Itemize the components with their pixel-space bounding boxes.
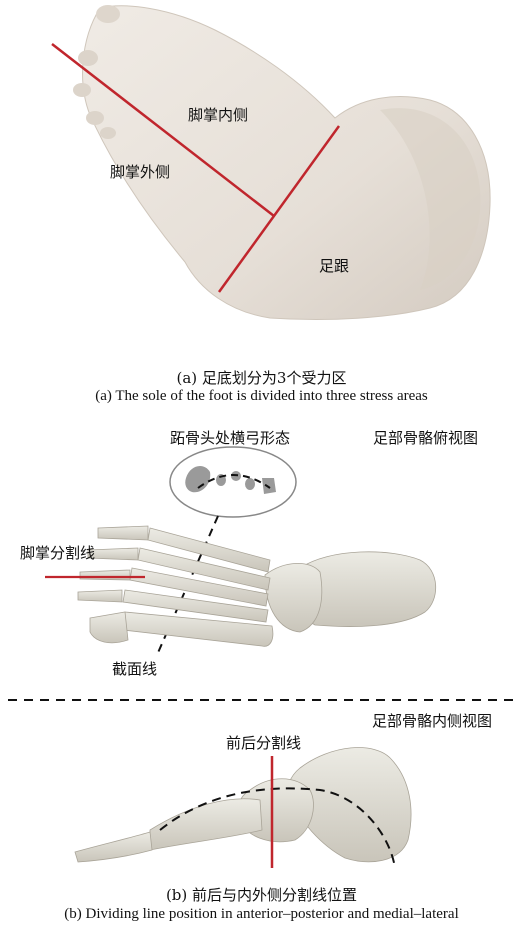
label-lateral-forefoot: 脚掌外侧 xyxy=(110,161,170,182)
toe xyxy=(86,111,104,125)
foot-skeleton-top-view xyxy=(78,526,436,646)
label-ap-division-line: 前后分割线 xyxy=(226,732,301,753)
toe xyxy=(73,83,91,97)
toe xyxy=(96,5,120,23)
label-heel: 足跟 xyxy=(319,255,349,276)
foot-skeleton-medial-view xyxy=(75,748,411,862)
caption-b-cn: (b) 前后与内外侧分割线位置 xyxy=(0,884,523,905)
label-forefoot-division-line: 脚掌分割线 xyxy=(20,542,95,563)
caption-a-cn: (a) 足底划分为3个受力区 xyxy=(0,367,523,388)
label-arch-shape: 跖骨头处横弓形态 xyxy=(170,427,290,448)
title-top-view: 足部骨骼俯视图 xyxy=(373,427,478,448)
arch-inset xyxy=(170,447,296,517)
caption-b-en: (b) Dividing line position in anterior–p… xyxy=(0,906,523,923)
toe xyxy=(100,127,116,139)
label-section-line: 截面线 xyxy=(112,658,157,679)
toe xyxy=(78,50,98,66)
title-medial-view: 足部骨骼内侧视图 xyxy=(372,710,492,731)
caption-a-en: (a) The sole of the foot is divided into… xyxy=(0,388,523,405)
label-medial-forefoot: 脚掌内侧 xyxy=(188,104,248,125)
